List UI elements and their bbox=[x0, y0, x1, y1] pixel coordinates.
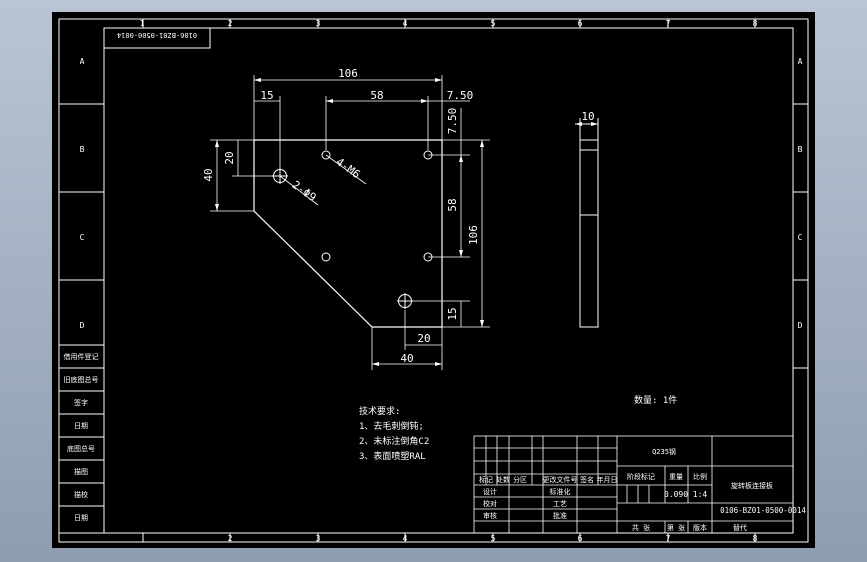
title-block bbox=[473, 435, 794, 534]
dim-upper-offset-y: 20 bbox=[223, 151, 236, 164]
tb-right-role: 标准化 bbox=[550, 487, 571, 496]
zone-col-label: 2 bbox=[228, 19, 233, 28]
tech-req-item: 3、表面喷塑RAL bbox=[359, 450, 426, 462]
drawing-number-rotated: 0106-BZ01-0500-0014 bbox=[117, 31, 197, 39]
dim-hole-spacing-y: 58 bbox=[446, 198, 459, 211]
strip-label: 底图总号 bbox=[67, 444, 95, 453]
tech-req-item: 1、去毛刺倒钝; bbox=[359, 420, 424, 432]
zone-row-label: C bbox=[798, 233, 803, 242]
zone-row-label: A bbox=[80, 57, 85, 66]
tb-weight: 0.090 bbox=[664, 490, 688, 499]
dim-bottom-width: 40 bbox=[400, 352, 413, 365]
strip-label: 描图 bbox=[74, 467, 88, 476]
drawing-canvas bbox=[52, 12, 815, 548]
zone-col-label: 3 bbox=[316, 534, 321, 543]
tb-rev-header: 标记 bbox=[479, 475, 493, 484]
zone-col-label: 8 bbox=[753, 19, 758, 28]
dim-overall-height: 106 bbox=[467, 225, 480, 245]
zone-row-label: D bbox=[80, 321, 85, 330]
zone-row-label: A bbox=[798, 57, 803, 66]
zone-col-label: 2 bbox=[228, 534, 233, 543]
zone-col-label: 8 bbox=[753, 534, 758, 543]
strip-label: 描校 bbox=[74, 490, 88, 499]
tb-left-role: 设计 bbox=[483, 487, 497, 496]
dimension-lines bbox=[210, 75, 490, 370]
tb-scale: 1:4 bbox=[693, 490, 708, 499]
zone-row-label: D bbox=[798, 321, 803, 330]
dim-hole-spacing-x: 58 bbox=[370, 89, 383, 102]
tb-right-role: 工艺 bbox=[553, 500, 567, 508]
zone-col-label: 7 bbox=[666, 534, 671, 543]
dim-right-offset-y: 7.50 bbox=[446, 108, 459, 135]
tb-rev-header: 签名 bbox=[580, 475, 594, 484]
tb-material: Q235钢 bbox=[652, 447, 676, 456]
tb-rev-header: 处数 bbox=[496, 475, 510, 484]
zone-col-label: 5 bbox=[491, 534, 496, 543]
tb-rev-header: 更改文件号 bbox=[543, 475, 578, 484]
strip-label: 日期 bbox=[74, 514, 88, 522]
dim-bottom-offset-x: 20 bbox=[417, 332, 430, 345]
zone-row-label: B bbox=[798, 145, 803, 154]
dim-overall-width: 106 bbox=[338, 67, 358, 80]
dim-right-offset-x: 7.50 bbox=[447, 89, 474, 102]
strip-label: 日期 bbox=[74, 422, 88, 430]
tb-footer: 第 张 bbox=[667, 523, 685, 532]
tb-right-role: 批准 bbox=[553, 511, 567, 520]
side-view bbox=[575, 118, 599, 328]
dim-left-height: 40 bbox=[202, 168, 215, 181]
quantity-note: 数量: 1件 bbox=[634, 394, 677, 406]
zone-col-label: 4 bbox=[403, 534, 408, 543]
zone-col-label: 6 bbox=[578, 534, 583, 543]
strip-label: 签字 bbox=[74, 398, 88, 407]
zone-col-label: 1 bbox=[140, 19, 145, 28]
strip-label: 旧底图总号 bbox=[64, 375, 99, 384]
part-outline bbox=[253, 139, 443, 328]
drawing-number-box bbox=[103, 27, 211, 49]
dim-bottom-offset-y: 15 bbox=[446, 307, 459, 320]
dim-thickness: 10 bbox=[581, 110, 594, 123]
tb-stage-header: 阶段标记 bbox=[627, 472, 655, 481]
tb-scale-header: 比例 bbox=[693, 472, 707, 481]
tb-footer: 版本 bbox=[693, 523, 707, 532]
dim-left-offset: 15 bbox=[260, 89, 273, 102]
zone-col-label: 4 bbox=[403, 19, 408, 28]
zone-col-label: 7 bbox=[666, 19, 671, 28]
tb-weight-header: 重量 bbox=[669, 473, 683, 481]
zone-col-label: 3 bbox=[316, 19, 321, 28]
left-signature-strip bbox=[58, 344, 105, 534]
tb-left-role: 审核 bbox=[483, 511, 497, 520]
zone-columns bbox=[142, 19, 756, 542]
tb-drawing-number: 0106-BZ01-0500-0014 bbox=[720, 506, 806, 515]
strip-label: 借用件登记 bbox=[64, 352, 99, 361]
tb-part-name: 旋转板连接板 bbox=[731, 481, 773, 490]
zone-rows bbox=[59, 103, 808, 369]
zone-row-label: B bbox=[80, 145, 85, 154]
tb-left-role: 校对 bbox=[483, 499, 497, 508]
dimension-arrows bbox=[215, 78, 598, 366]
tech-req-title: 技术要求: bbox=[359, 405, 400, 417]
tb-rev-header: 年月日 bbox=[597, 475, 618, 484]
zone-col-label: 5 bbox=[491, 19, 496, 28]
zone-col-label: 6 bbox=[578, 19, 583, 28]
tb-rev-header: 分区 bbox=[513, 475, 527, 484]
tech-req-item: 2、未标注倒角C2 bbox=[359, 435, 429, 447]
tb-footer: 共 张 bbox=[632, 523, 650, 532]
tb-footer: 替代 bbox=[733, 523, 747, 532]
zone-row-label: C bbox=[80, 233, 85, 242]
